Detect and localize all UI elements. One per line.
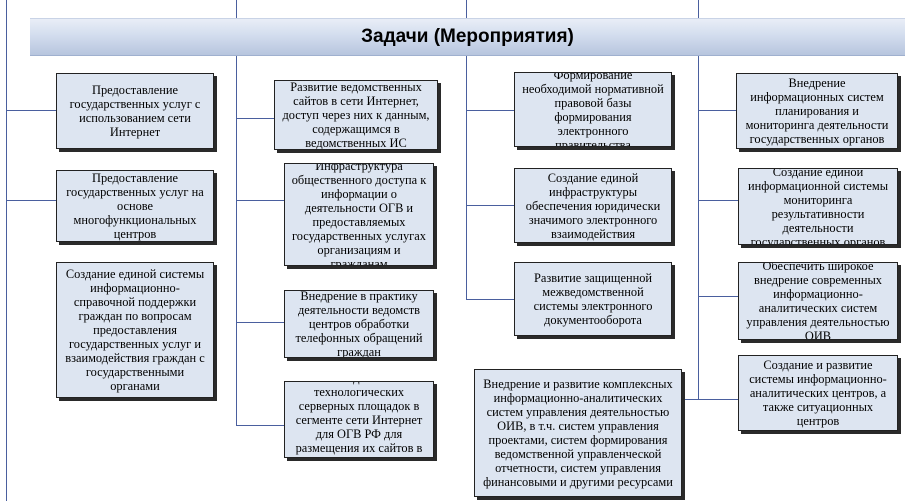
task-box: Формирование необходимой нормативной пра… xyxy=(514,72,672,147)
task-box: Создание единой системы информационно-сп… xyxy=(56,262,214,398)
connector-line xyxy=(680,399,738,400)
task-box: Внедрение и развитие комплексных информа… xyxy=(474,369,682,497)
banner-title: Задачи (Мероприятия) xyxy=(361,26,574,47)
connector-line xyxy=(236,118,274,119)
tasks-banner: Задачи (Мероприятия) xyxy=(30,18,905,56)
task-box: Внедрение информационных систем планиров… xyxy=(736,73,898,149)
connector-line xyxy=(698,296,738,297)
connector-line xyxy=(236,322,284,323)
task-box: Развитие ведомственных сайтов в сети Инт… xyxy=(274,80,438,150)
connector-line xyxy=(698,0,699,18)
connector-line xyxy=(698,110,736,111)
connector-line xyxy=(236,200,284,201)
connector-line xyxy=(466,54,467,300)
connector-line xyxy=(6,110,56,111)
connector-line xyxy=(236,54,237,426)
connector-line xyxy=(466,205,514,206)
task-box: Обеспечить широкое внедрение современных… xyxy=(738,262,898,340)
task-box: Предоставление государственных услуг на … xyxy=(56,170,214,242)
task-box: Создание единой информационной системы м… xyxy=(738,168,898,245)
connector-line xyxy=(698,54,699,400)
connector-line xyxy=(698,200,738,201)
task-box: Инфраструктура общественного доступа к и… xyxy=(284,163,434,266)
task-box: Предоставление государственных услуг с и… xyxy=(56,73,214,149)
connector-line xyxy=(6,200,56,201)
task-box: Развитие защищенной межведомственной сис… xyxy=(514,262,672,336)
task-box: Создание единой инфраструктуры обеспечен… xyxy=(514,168,672,243)
connector-line xyxy=(466,0,467,18)
task-box: Внедрение в практику деятельности ведомс… xyxy=(284,290,434,358)
task-box: Создание и развитие системы информационн… xyxy=(738,355,898,431)
connector-line xyxy=(236,0,237,18)
connector-line xyxy=(6,0,7,501)
connector-line xyxy=(236,425,284,426)
connector-line xyxy=(466,299,514,300)
task-box: Создание технологических серверных площа… xyxy=(284,381,434,458)
connector-line xyxy=(466,110,514,111)
